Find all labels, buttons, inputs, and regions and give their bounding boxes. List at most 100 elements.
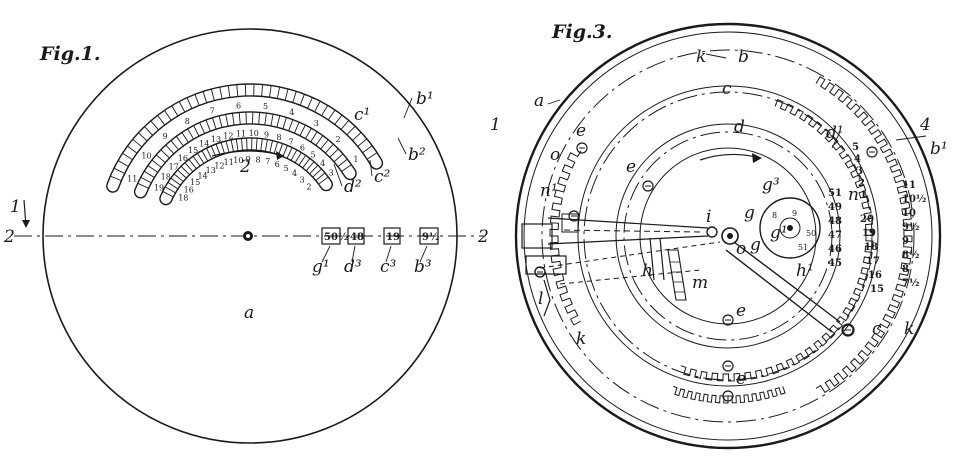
arc-tick — [293, 121, 300, 134]
arc-tick — [305, 128, 312, 139]
arc-tick — [225, 140, 230, 153]
fig3-ring-c-dash — [583, 91, 873, 381]
figure-3: Fig.3. 8 9 50 51 — [490, 21, 948, 450]
fig3-small-dial: 8 9 50 51 — [759, 197, 821, 259]
arc-number-middle: 19 — [154, 184, 164, 193]
fig3-screws — [534, 142, 878, 402]
screw-icon — [722, 360, 734, 372]
arc-tick — [194, 94, 200, 106]
fig1-section-label-left: 2 — [3, 227, 15, 247]
arc-tick — [236, 84, 239, 97]
arc-tick — [288, 119, 294, 132]
hub-number-2: 9 — [792, 209, 797, 218]
arc-number-middle: 4 — [320, 159, 325, 168]
arc-tick — [241, 138, 243, 151]
arc-tick — [299, 124, 306, 136]
fig3-label-n: n — [848, 185, 859, 205]
arc-tick — [290, 149, 298, 161]
fig3-label-h: h — [642, 261, 653, 281]
arc-number-middle: 18 — [161, 173, 171, 182]
arc-tick — [264, 139, 268, 152]
dial-number: 51 — [828, 188, 842, 199]
scale-small-number: 1 — [860, 190, 867, 201]
arc-tick — [255, 138, 258, 151]
arc-tick — [140, 176, 152, 184]
arc-tick — [170, 177, 181, 186]
arc-tick — [215, 143, 221, 156]
scale-b-number: 10 — [902, 208, 916, 219]
teeth-rim-b — [815, 76, 913, 394]
arc-tick — [201, 150, 209, 162]
arc-tick — [180, 165, 190, 176]
scale-b-number: 7½ — [902, 278, 919, 289]
hub-number-3: 50 — [806, 229, 816, 238]
fig3-label-a: a — [534, 91, 544, 111]
dial-number: 45 — [828, 258, 842, 269]
arc-number-inner: 12 — [214, 161, 224, 170]
window-value-4: 9½ — [422, 232, 439, 243]
arc-slot-middle — [133, 111, 357, 199]
arc-tick — [276, 86, 281, 99]
arc-tick — [315, 135, 324, 146]
arc-tick — [212, 117, 217, 130]
arc-tick — [170, 140, 179, 151]
arc-tick — [173, 173, 184, 182]
arc-tick — [199, 122, 206, 134]
fig3-label-c-right: c — [872, 319, 882, 339]
arc-number-inner: 10 — [233, 156, 243, 165]
fig3-label-o: o — [550, 145, 560, 165]
arc-tick — [132, 138, 143, 148]
arc-tick — [155, 154, 166, 164]
arc-tick — [314, 100, 321, 113]
arc-tick — [292, 91, 297, 103]
arc-tick — [310, 131, 318, 143]
arc-number-inner: 4 — [292, 169, 297, 178]
arc-tick — [122, 152, 133, 161]
arc-tick — [329, 148, 339, 158]
arc-tick — [230, 139, 234, 152]
arc-tick — [138, 132, 148, 142]
scale-small-number: 3 — [856, 166, 863, 177]
arc-number-inner: 6 — [275, 160, 280, 169]
arc-tick — [315, 172, 326, 181]
fig3-label-g3: g³ — [762, 175, 780, 195]
arc-tick — [197, 153, 205, 164]
arc-number-outer: 9 — [163, 132, 168, 141]
arc-tick — [333, 153, 344, 163]
window-g1: 50½ — [321, 227, 348, 245]
arc-tick — [327, 109, 336, 121]
teeth-rim-left — [549, 150, 582, 326]
window-b3: 9½ — [419, 227, 439, 245]
fig1-label-d2: d² — [344, 177, 362, 197]
fig3-number-scales: 5149484746452019181716151110½109½98½87½5… — [828, 142, 926, 295]
scale-b-number: 10½ — [902, 194, 926, 205]
arc-tick — [144, 126, 154, 136]
arc-number-inner: 16 — [184, 185, 194, 194]
arc-tick — [147, 165, 159, 173]
fig3-label-d: d — [734, 117, 745, 137]
arc-tick — [299, 93, 305, 106]
arc-tick — [186, 97, 193, 109]
arc-tick — [269, 140, 273, 153]
dial-number: 46 — [828, 244, 842, 255]
screw-icon — [722, 314, 734, 326]
fig1-label-b2: b² — [408, 145, 426, 165]
fig1-marker-1: 1 — [10, 197, 21, 217]
arc-tick — [276, 115, 281, 128]
arc-tick — [188, 159, 197, 170]
arc-tick — [220, 142, 225, 154]
arc-number-inner: 3 — [300, 175, 305, 184]
fig3-label-e1: e — [576, 121, 586, 141]
arc-tick — [227, 85, 231, 98]
arc-tick — [113, 167, 125, 174]
arc-tick — [137, 182, 149, 189]
arc-number-outer: 6 — [236, 101, 241, 110]
fig3-toothed-rims — [549, 76, 913, 404]
arc-tick — [362, 145, 373, 154]
arc-number-inner: 9 — [246, 155, 251, 164]
arc-number-outer: 7 — [210, 107, 215, 116]
arc-number-inner: 8 — [256, 155, 261, 164]
arc-tick — [151, 159, 162, 168]
